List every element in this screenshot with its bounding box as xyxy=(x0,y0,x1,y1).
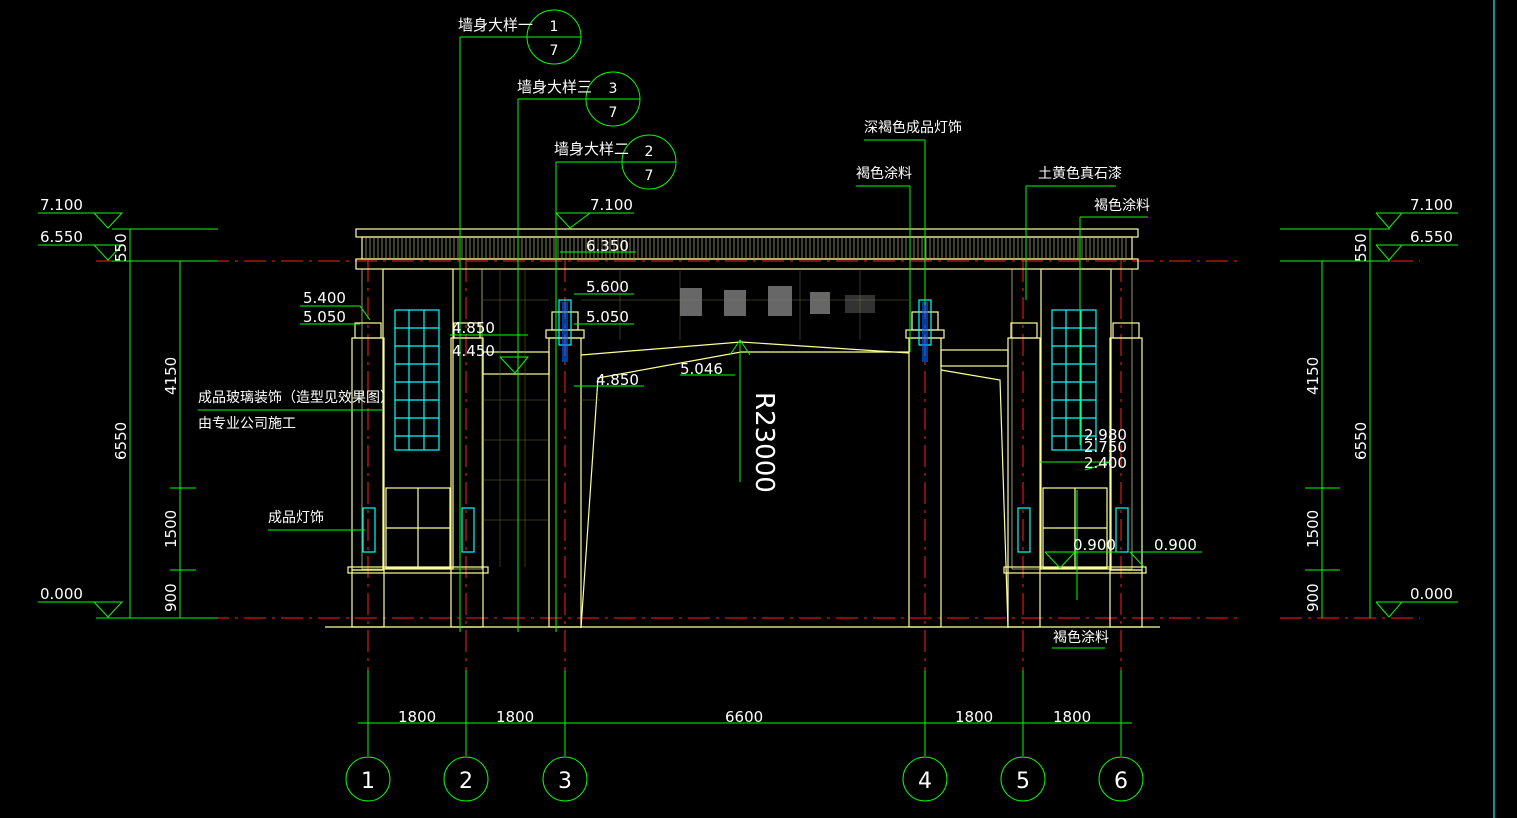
elev-inner: 0.900 xyxy=(1073,536,1116,554)
elev-left-eave: 6.550 xyxy=(40,228,83,246)
axis-lines xyxy=(96,260,1420,700)
vdim-right: 4150 xyxy=(1304,357,1322,395)
note-light-fixture: 成品灯饰 xyxy=(268,510,324,526)
note-glass-line2: 由专业公司施工 xyxy=(198,416,296,432)
elev-inner: 7.100 xyxy=(590,196,633,214)
vdim-left: 1500 xyxy=(162,510,180,548)
vdim-left: 6550 xyxy=(112,422,130,460)
elev-left-zero: 0.000 xyxy=(40,585,83,603)
note-brown-paint-right: 褐色涂料 xyxy=(1094,197,1150,214)
note-brown-paint-bottom: 褐色涂料 xyxy=(1053,629,1109,646)
elev-inner: 5.050 xyxy=(303,308,346,326)
elev-left-top: 7.100 xyxy=(40,196,83,214)
section-ref-2: 墙身大样二 2 7 xyxy=(554,140,653,184)
vdim-left: 550 xyxy=(112,233,130,262)
hdim: 6600 xyxy=(725,708,763,726)
elev-inner: 4.850 xyxy=(596,371,639,389)
elev-inner: 0.900 xyxy=(1154,536,1197,554)
elev-inner: 5.050 xyxy=(586,308,629,326)
section-ref-3: 墙身大样三 3 7 xyxy=(517,78,617,121)
elev-inner: 4.450 xyxy=(452,342,495,360)
cornice-hatch xyxy=(365,238,1127,258)
vdim-left: 4150 xyxy=(162,357,180,395)
axis-label-4: 4 xyxy=(918,769,932,794)
hdim: 1800 xyxy=(955,708,993,726)
section-number: 1 xyxy=(550,19,559,35)
vdim-right: 6550 xyxy=(1352,422,1370,460)
section-sheet: 7 xyxy=(550,43,559,59)
section-label: 墙身大样二 xyxy=(554,140,629,158)
section-ref-1: 墙身大样一 1 7 xyxy=(458,16,558,59)
elev-inner: 5.400 xyxy=(303,289,346,307)
vdim-right: 550 xyxy=(1352,233,1370,262)
hdim: 1800 xyxy=(496,708,534,726)
stone-grid xyxy=(483,269,909,567)
elev-right-top: 7.100 xyxy=(1410,196,1453,214)
note-yellow-stone: 土黄色真石漆 xyxy=(1038,165,1122,182)
vdim-right: 900 xyxy=(1304,583,1322,612)
blurred-sign xyxy=(680,286,875,316)
section-sheet: 7 xyxy=(645,168,654,184)
glass-decoration xyxy=(362,299,1129,553)
elev-inner: 2.980 xyxy=(1084,426,1127,444)
section-number: 3 xyxy=(609,81,618,97)
vdim-right: 1500 xyxy=(1304,510,1322,548)
section-label: 墙身大样三 xyxy=(517,78,592,96)
elev-right-zero: 0.000 xyxy=(1410,585,1453,603)
note-dark-brown-light: 深褐色成品灯饰 xyxy=(864,119,962,136)
gate-outline xyxy=(325,228,1160,629)
elev-inner: 4.850 xyxy=(452,319,495,337)
pier-lights xyxy=(562,302,928,362)
axis-label-2: 2 xyxy=(459,769,473,794)
note-glass-line1: 成品玻璃装饰（造型见效果图） xyxy=(198,389,394,406)
dimension-lines xyxy=(38,9,1458,802)
hdim: 1800 xyxy=(1053,708,1091,726)
section-number: 2 xyxy=(645,144,654,160)
elev-right-eave: 6.550 xyxy=(1410,228,1453,246)
note-brown-paint: 褐色涂料 xyxy=(856,165,912,182)
section-sheet: 7 xyxy=(609,105,618,121)
vdim-left: 900 xyxy=(162,583,180,612)
axis-label-3: 3 xyxy=(558,769,572,794)
elev-inner: 2.400 xyxy=(1084,454,1127,472)
elev-inner: 5.600 xyxy=(586,278,629,296)
elev-inner: 6.350 xyxy=(586,237,629,255)
elev-inner: 2.750 xyxy=(1084,438,1127,456)
elev-inner: 5.046 xyxy=(680,360,723,378)
section-label: 墙身大样一 xyxy=(458,16,533,34)
hdim: 1800 xyxy=(398,708,436,726)
radius-label: R23000 xyxy=(749,392,779,493)
axis-label-5: 5 xyxy=(1016,769,1030,794)
axis-label-1: 1 xyxy=(361,769,375,794)
axis-label-6: 6 xyxy=(1114,769,1128,794)
